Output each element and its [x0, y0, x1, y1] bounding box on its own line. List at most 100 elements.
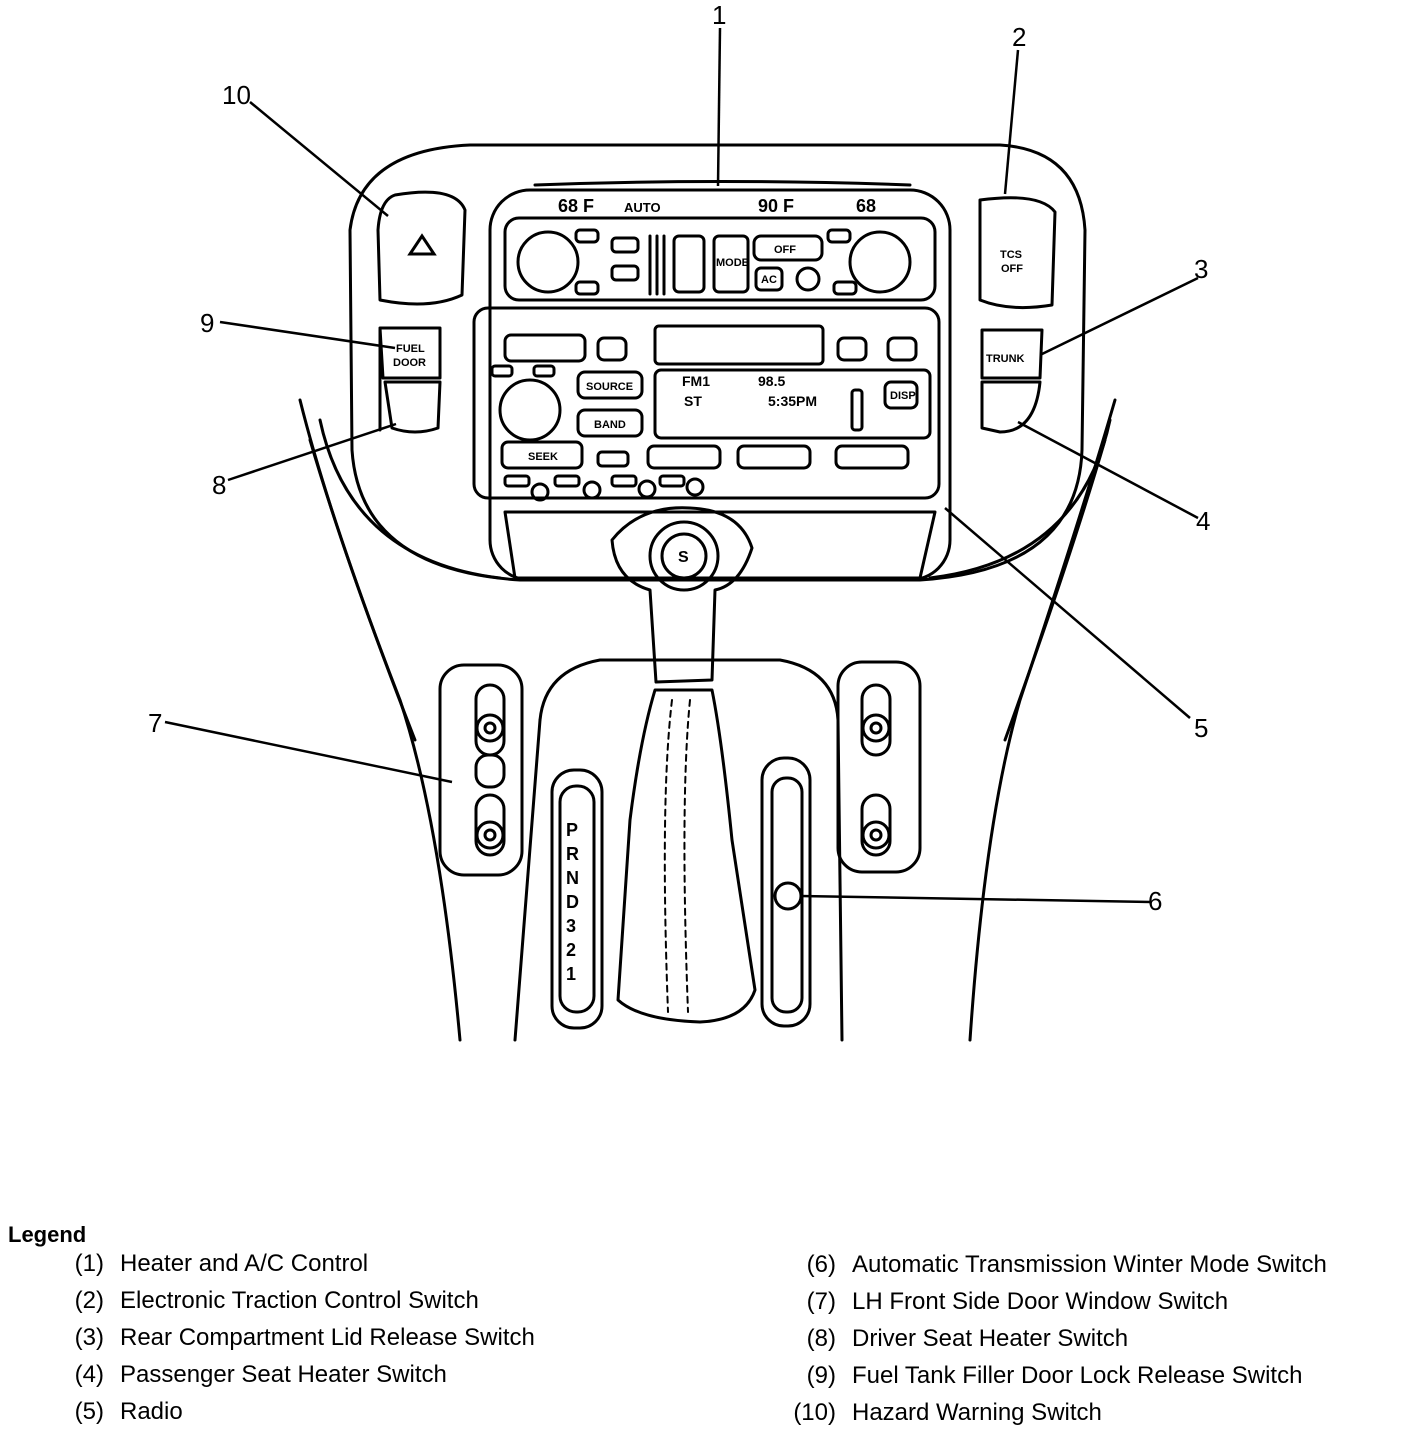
console-diagram: 1 2 3 4 5 6 7 8 9 10 68 F AUTO 90 F 68 O…: [148, 0, 1210, 1042]
legend-item: (3) Rear Compartment Lid Release Switch: [0, 1324, 535, 1352]
climate-mode-label: MODE: [716, 257, 749, 269]
legend-number: (7): [806, 1288, 836, 1315]
legend-item: (4) Passenger Seat Heater Switch: [0, 1361, 447, 1389]
climate-right-temp: 90 F: [758, 196, 794, 216]
radio-stereo-display: ST: [684, 393, 702, 409]
gear-2: 2: [566, 940, 576, 960]
band-button: [576, 408, 644, 438]
gear-positions: P R N D 3 2 1: [566, 820, 579, 984]
fuel-label-2: DOOR: [393, 357, 426, 369]
callout-7: 7: [148, 708, 162, 738]
climate-ac-label: AC: [761, 274, 777, 286]
legend-number: (2): [74, 1287, 104, 1314]
tcs-label-1: TCS: [1000, 249, 1022, 261]
gear-d: D: [566, 892, 579, 912]
radio-time-display: 5:35PM: [768, 393, 817, 409]
fan-button: [672, 234, 706, 294]
legend-text: Automatic Transmission Winter Mode Switc…: [852, 1251, 1327, 1278]
legend-number: (9): [806, 1362, 836, 1389]
climate-off-label: OFF: [774, 244, 796, 256]
radio-display: [653, 368, 932, 440]
tcs-off-button: [978, 196, 1057, 310]
gear-n: N: [566, 868, 579, 888]
legend-item: (9) Fuel Tank Filler Door Lock Release Sw…: [0, 1362, 1303, 1390]
callout-2: 2: [1012, 22, 1026, 52]
legend-number: (10): [793, 1399, 836, 1426]
legend-text: Heater and A/C Control: [120, 1250, 369, 1277]
seek-button: [500, 440, 584, 470]
hazard-button: [376, 190, 467, 306]
legend-text: Hazard Warning Switch: [852, 1399, 1102, 1426]
legend-title: Legend: [8, 1222, 87, 1247]
ac-button: [754, 266, 784, 292]
callout-10: 10: [222, 80, 251, 110]
callout-4: 4: [1196, 506, 1210, 536]
legend-number: (6): [806, 1251, 836, 1278]
legend-text: Rear Compartment Lid Release Switch: [120, 1324, 535, 1351]
left-window-switch-pod: [438, 663, 524, 877]
radio-source-label: SOURCE: [586, 381, 633, 393]
legend-text: Radio: [120, 1398, 183, 1425]
gear-r: R: [566, 844, 579, 864]
legend-text: Fuel Tank Filler Door Lock Release Switc…: [852, 1362, 1303, 1389]
callout-8: 8: [212, 470, 226, 500]
cassette-slot: [653, 324, 825, 366]
driver-seat-heater-button: [383, 380, 442, 434]
trunk-release-button: [980, 328, 1044, 380]
climate-left-temp: 68 F: [558, 196, 594, 216]
center-stack-panel: [488, 188, 952, 582]
radio-seek-label: SEEK: [528, 451, 558, 463]
legend-text: Driver Seat Heater Switch: [852, 1325, 1129, 1352]
gear-1: 1: [566, 964, 576, 984]
gear-3: 3: [566, 916, 576, 936]
winter-mode-button: [773, 881, 803, 911]
legend-text: LH Front Side Door Window Switch: [852, 1288, 1229, 1315]
legend-text: Electronic Traction Control Switch: [120, 1287, 479, 1314]
legend-item: (2) Electronic Traction Control Switch: [0, 1287, 479, 1315]
source-button: [576, 370, 644, 400]
radio-freq-display: 98.5: [758, 373, 785, 389]
climate-mode: AUTO: [624, 200, 661, 215]
disp-button: [883, 380, 919, 410]
storage-tray: [503, 510, 937, 580]
callout-9: 9: [200, 308, 214, 338]
shifter-boot: [616, 688, 757, 1024]
legend-item: (8) Driver Seat Heater Switch: [0, 1325, 1128, 1353]
climate-outside-temp: 68: [856, 196, 876, 216]
legend-number: (5): [74, 1398, 104, 1425]
climate-control-panel: [503, 216, 937, 302]
dash-bezel-inner: [318, 418, 502, 580]
callout-3: 3: [1194, 254, 1208, 284]
shifter-knob: [610, 506, 754, 684]
fuel-label-1: FUEL: [396, 343, 425, 355]
legend-item: (6) Automatic Transmission Winter Mode Sw…: [0, 1251, 1327, 1279]
radio-disp-label: DISP: [890, 390, 916, 402]
off-button: [752, 234, 824, 262]
trunk-label: TRUNK: [986, 353, 1025, 365]
mode-button: [712, 234, 750, 294]
legend-number: (1): [74, 1250, 104, 1277]
legend-text: Passenger Seat Heater Switch: [120, 1361, 447, 1388]
shifter-knob-label: S: [678, 549, 689, 566]
console-side-right: [968, 398, 1117, 1042]
legend-item: (10) Hazard Warning Switch: [0, 1399, 1102, 1427]
callout-labels: 1 2 3 4 5 6 7 8 9 10: [148, 0, 1210, 916]
radio-band-label: BAND: [594, 419, 626, 431]
volume-knob: [498, 378, 562, 442]
right-window-switch-pod: [836, 660, 922, 874]
right-temp-knob: [848, 230, 912, 294]
legend-item: (7) LH Front Side Door Window Switch: [0, 1288, 1228, 1316]
callout-5: 5: [1194, 713, 1208, 743]
callout-1: 1: [712, 0, 726, 30]
passenger-seat-heater-button: [980, 380, 1042, 434]
legend-number: (8): [806, 1325, 836, 1352]
radio-band-display: FM1: [682, 373, 710, 389]
gear-p: P: [566, 820, 578, 840]
console-side-left: [298, 398, 462, 1042]
tcs-label-2: OFF: [1001, 263, 1023, 275]
radio-panel: [472, 306, 941, 500]
legend-number: (4): [74, 1361, 104, 1388]
hazard-triangle-icon: [407, 233, 437, 256]
callout-6: 6: [1148, 886, 1162, 916]
legend-number: (3): [74, 1324, 104, 1351]
